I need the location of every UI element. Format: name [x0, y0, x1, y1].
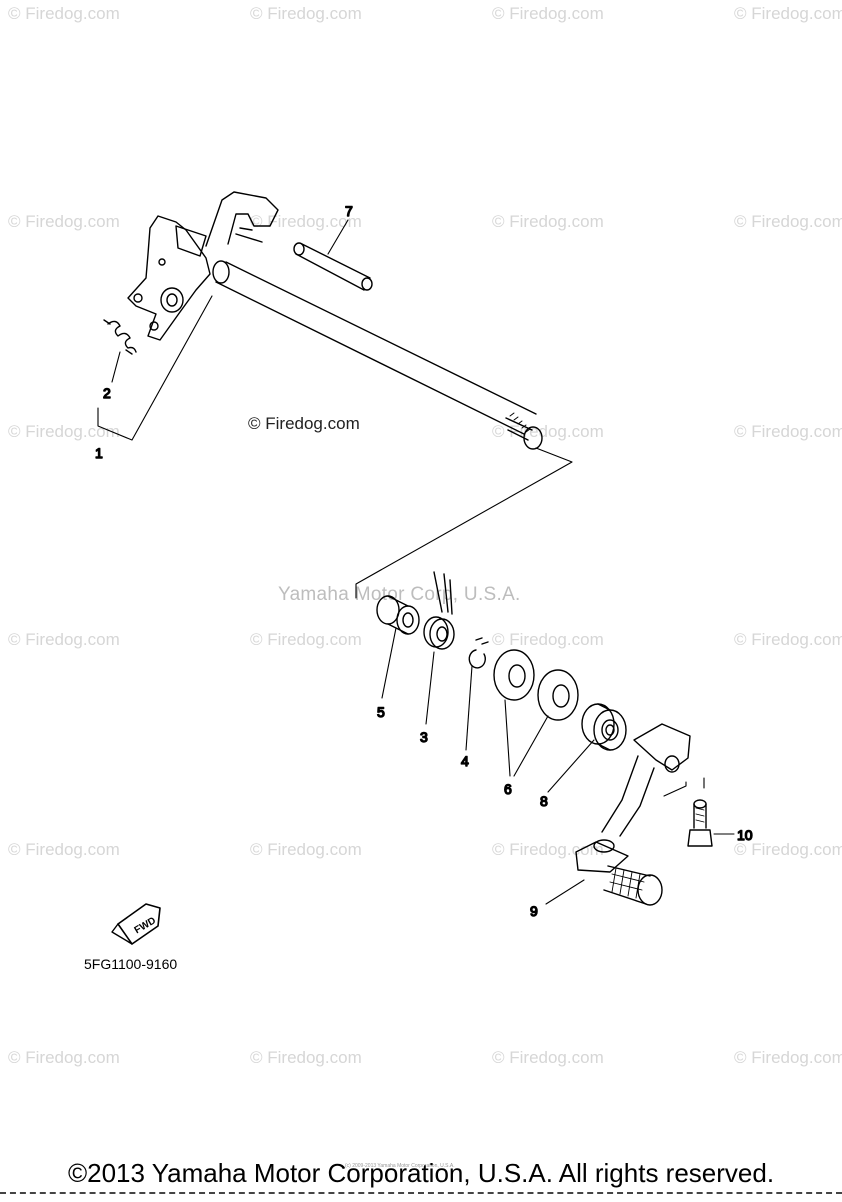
watermark: © Firedog.com: [734, 4, 842, 23]
watermark: © Firedog.com: [250, 212, 362, 231]
part-4-circlip[interactable]: [468, 637, 489, 669]
watermark: © Firedog.com: [8, 1048, 120, 1067]
watermark: © Firedog.com: [8, 4, 120, 23]
part-10-bolt[interactable]: [687, 799, 713, 847]
fwd-arrow-icon: FWD: [111, 903, 161, 945]
part-2-spring[interactable]: [103, 319, 137, 355]
callout-2: 2: [103, 385, 111, 401]
copyright-footer: ©2013 Yamaha Motor Corporation, U.S.A. A…: [67, 1158, 775, 1188]
callout-8: 8: [540, 793, 548, 809]
part-5-collar[interactable]: [376, 595, 420, 635]
leader-lines: [97, 219, 735, 905]
watermark: © Firedog.com: [492, 212, 604, 231]
part-8-bearing[interactable]: [581, 703, 627, 751]
part-number: 5FG1100-9160: [84, 956, 178, 972]
part-9-shift-pedal[interactable]: [575, 723, 691, 906]
callout-3: 3: [420, 729, 428, 745]
watermark: © Firedog.com: [492, 630, 604, 649]
watermark: © Firedog.com: [250, 630, 362, 649]
callout-5: 5: [377, 704, 385, 720]
watermark: © Firedog.com: [250, 4, 362, 23]
part-6-washers[interactable]: [493, 649, 579, 721]
brand-watermark: Yamaha Motor Corp, U.S.A.: [278, 584, 521, 605]
callout-6: 6: [504, 781, 512, 797]
tiny-copyright: (c) 2009-2013 Yamaha Motor Corporation, …: [345, 1163, 455, 1169]
center-watermark: © Firedog.com: [248, 414, 360, 433]
watermark: © Firedog.com: [250, 1048, 362, 1067]
callout-1: 1: [95, 445, 103, 461]
callout-9: 9: [530, 903, 538, 919]
watermark: © Firedog.com: [8, 630, 120, 649]
callout-7: 7: [345, 203, 353, 219]
callout-4: 4: [461, 753, 469, 769]
watermark: © Firedog.com: [734, 1048, 842, 1067]
watermark: © Firedog.com: [250, 840, 362, 859]
watermark: © Firedog.com: [734, 630, 842, 649]
watermark: © Firedog.com: [734, 212, 842, 231]
watermark: © Firedog.com: [492, 1048, 604, 1067]
part-1-shift-shaft[interactable]: [127, 191, 543, 450]
part-3-torsion-spring[interactable]: [423, 571, 455, 650]
watermark: © Firedog.com: [734, 840, 842, 859]
watermark: © Firedog.com: [8, 422, 120, 441]
callout-10: 10: [737, 827, 753, 843]
watermark: © Firedog.com: [734, 422, 842, 441]
fwd-label: FWD: [133, 915, 158, 936]
watermark: © Firedog.com: [8, 212, 120, 231]
watermark: © Firedog.com: [492, 4, 604, 23]
watermark: © Firedog.com: [8, 840, 120, 859]
part-7-pin[interactable]: [293, 242, 373, 291]
bottom-rule: [0, 1192, 842, 1202]
